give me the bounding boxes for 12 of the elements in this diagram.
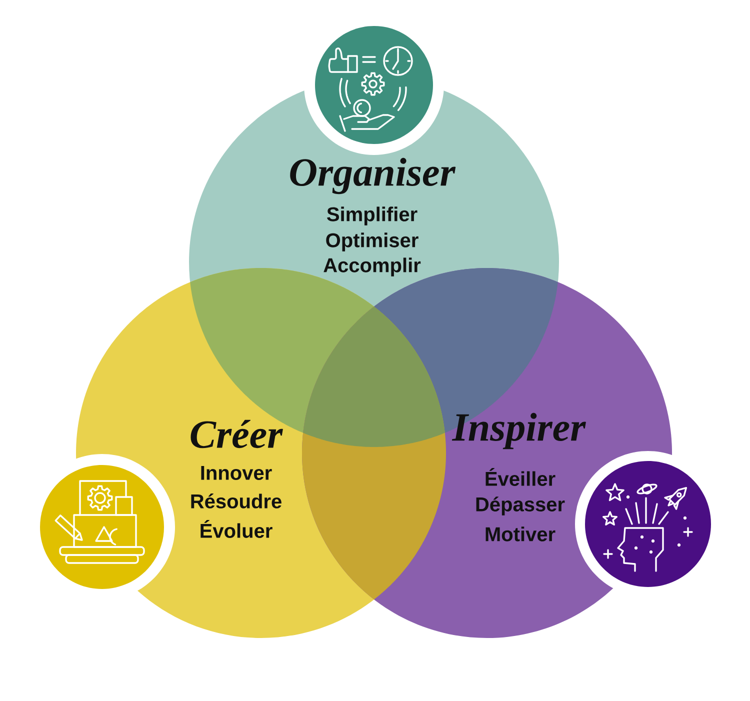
category-heading: Créer [190, 420, 283, 448]
category-heading: Organiser [290, 158, 456, 194]
keyword-label: Innover [201, 466, 272, 480]
keyword-label: Dépasser [476, 496, 565, 516]
keyword-label: Accomplir [324, 258, 421, 276]
keyword-label: Éveiller [486, 468, 556, 486]
keyword-label: Évoluer [200, 520, 272, 538]
keyword-label: Motiver [486, 526, 556, 542]
keyword-label: Optimiser [326, 232, 418, 252]
keyword-label: Résoudre [191, 494, 282, 508]
keyword-label: Simplifier [327, 206, 418, 226]
category-heading: Inspirer [452, 412, 586, 450]
